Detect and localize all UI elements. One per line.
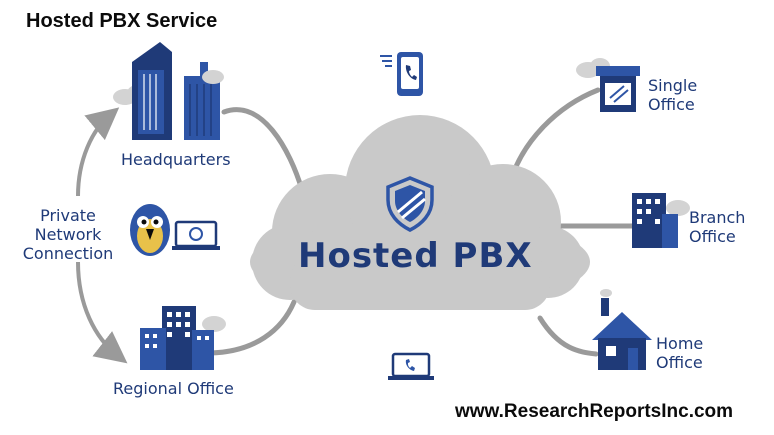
single-office-label: Single Office [648,76,697,114]
headquarters-label: Headquarters [121,150,231,169]
headquarters-building-icon [113,42,224,140]
branch-office-line-2: Office [689,227,736,246]
home-office-line-1: Home [656,334,704,353]
line-hq [221,107,305,193]
page-title: Hosted PBX Service [26,10,218,32]
single-office-line-1: Single [648,76,698,95]
central-cloud [250,115,590,310]
connector-lines [207,87,635,357]
private-network-label: Private Network Connection [18,206,118,263]
private-network-line-2: Network [34,225,102,244]
mascot-bird-icon [130,204,170,256]
branch-building-icon [632,193,690,248]
branch-office-label: Branch Office [689,208,745,246]
storefront-icon [576,58,640,112]
arrow-down [76,261,128,364]
private-network-arrows [76,107,128,364]
branch-office-line-1: Branch [689,208,746,227]
laptop-phone-icon [388,352,434,380]
mobile-phone-icon [380,52,423,96]
shield-icon [386,176,434,232]
private-network-line-3: Connection [22,244,114,263]
arrow-up [76,107,120,197]
single-office-line-2: Office [648,95,695,114]
house-icon [592,289,652,370]
center-label: Hosted PBX [298,236,533,276]
website-footer: www.ResearchReportsInc.com [455,401,734,422]
laptop-icon [172,220,220,250]
private-network-line-1: Private [40,206,96,225]
line-home [537,315,599,357]
home-office-line-2: Office [656,353,703,372]
regional-office-label: Regional Office [113,379,234,398]
regional-building-icon [140,306,226,370]
line-regional [207,299,297,356]
home-office-label: Home Office [656,334,703,372]
